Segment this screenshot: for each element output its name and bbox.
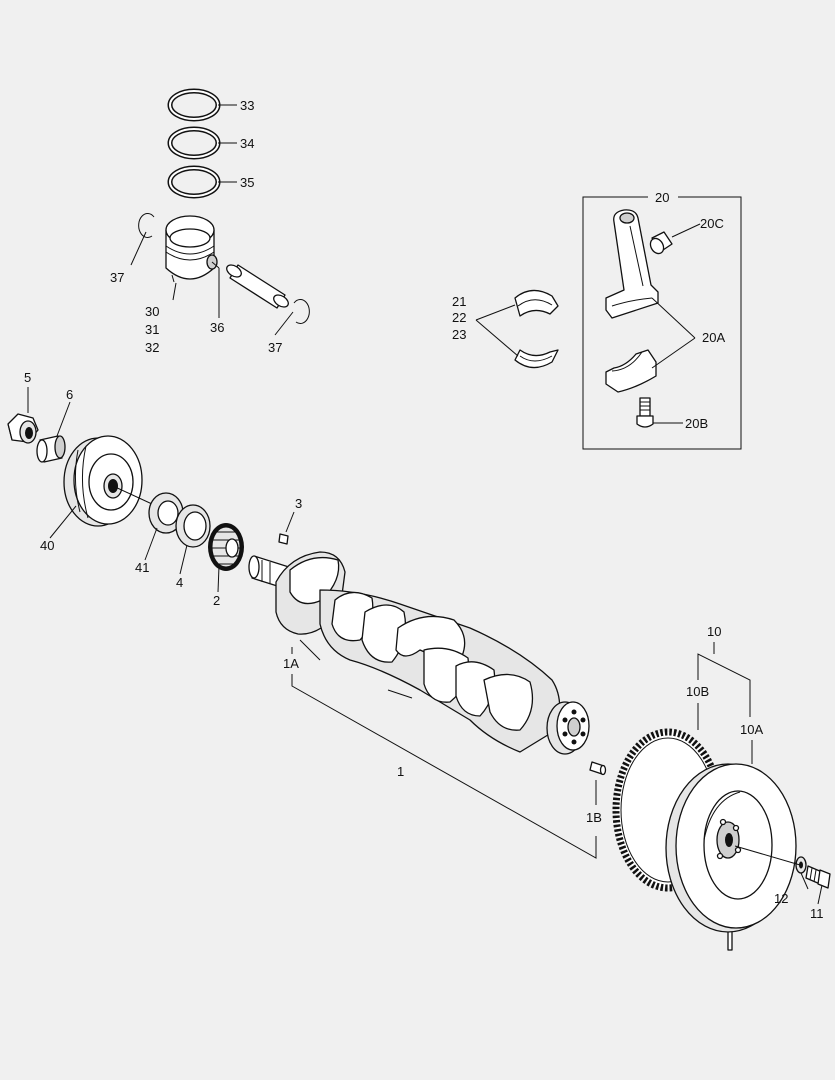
label-1: 1 <box>397 764 404 779</box>
label-35: 35 <box>240 175 254 190</box>
leader-lines-flywheel <box>697 642 823 905</box>
label-23: 23 <box>452 327 466 342</box>
washer <box>795 856 807 874</box>
label-10a: 10A <box>740 722 763 737</box>
label-32: 32 <box>145 340 159 355</box>
leader-lines-bearings <box>475 304 519 357</box>
label-2: 2 <box>213 593 220 608</box>
label-37-left: 37 <box>110 270 124 285</box>
bearing-shell-upper <box>514 289 559 317</box>
label-30: 30 <box>145 304 159 319</box>
label-4: 4 <box>176 575 183 590</box>
label-31: 31 <box>145 322 159 337</box>
leader-lines-piston <box>130 104 294 336</box>
nut <box>7 413 39 444</box>
piston-pin <box>226 264 289 309</box>
label-1a: 1A <box>283 656 299 671</box>
label-33: 33 <box>240 98 254 113</box>
label-20b: 20B <box>685 416 708 431</box>
label-20: 20 <box>655 190 669 205</box>
connecting-rod <box>605 209 659 319</box>
spacer <box>36 435 66 463</box>
oil-seal <box>148 492 184 534</box>
label-21: 21 <box>452 294 466 309</box>
bracket-crankshaft <box>291 647 597 859</box>
label-34: 34 <box>240 136 254 151</box>
crankshaft <box>248 551 590 755</box>
small-end-bushing <box>649 231 673 255</box>
label-41: 41 <box>135 560 149 575</box>
leader-lines-front <box>27 387 295 593</box>
label-3: 3 <box>295 496 302 511</box>
key <box>278 533 289 545</box>
label-6: 6 <box>66 387 73 402</box>
label-1b: 1B <box>586 810 602 825</box>
rod-bolt <box>636 397 654 428</box>
label-20a: 20A <box>702 330 725 345</box>
label-37-right: 37 <box>268 340 282 355</box>
label-10b: 10B <box>686 684 709 699</box>
rod-cap <box>605 349 657 393</box>
dowel-pin <box>589 761 607 776</box>
piston-ring-34 <box>167 126 221 160</box>
piston <box>165 215 218 283</box>
label-12: 12 <box>774 891 788 906</box>
label-10: 10 <box>707 624 721 639</box>
piston-ring-33 <box>167 88 221 122</box>
circlip-left <box>138 213 155 238</box>
label-22: 22 <box>452 310 466 325</box>
crankshaft-gear <box>208 523 244 571</box>
connecting-rod-bracket <box>582 196 742 450</box>
label-5: 5 <box>24 370 31 385</box>
circlip-right <box>293 299 310 324</box>
flywheel <box>665 763 797 951</box>
label-11: 11 <box>810 906 824 921</box>
pulley <box>63 435 153 527</box>
label-20c: 20C <box>700 216 724 231</box>
label-36: 36 <box>210 320 224 335</box>
bolt <box>805 865 831 889</box>
seal-ring <box>175 504 211 548</box>
label-40: 40 <box>40 538 54 553</box>
bearing-shell-lower <box>514 349 559 369</box>
piston-ring-35 <box>167 165 221 199</box>
leader-lines-rod <box>651 223 701 424</box>
